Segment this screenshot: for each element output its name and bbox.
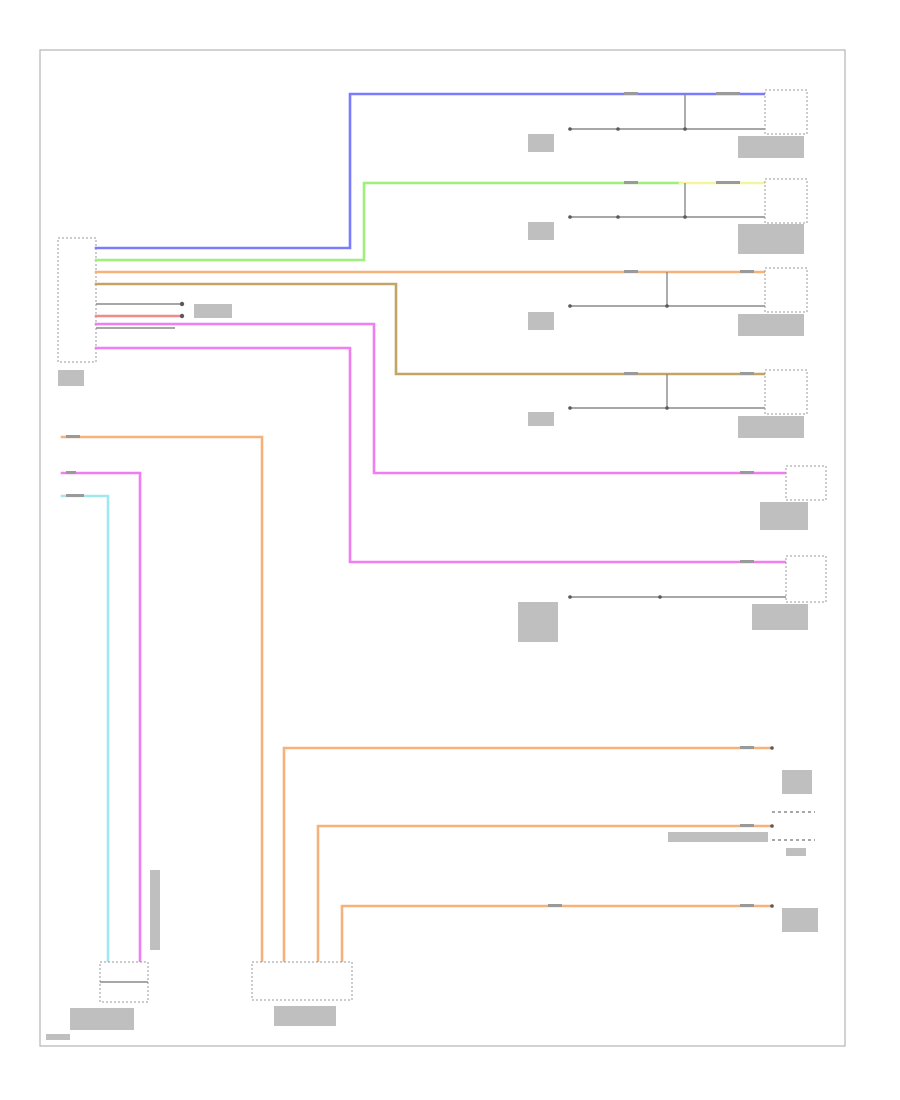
diagram-frame <box>39 49 846 1047</box>
switch-row-1 <box>568 89 808 135</box>
connector-block <box>57 237 97 363</box>
bottom-connectors <box>770 746 815 908</box>
footer-code-block <box>46 1034 70 1040</box>
switch-row-6 <box>568 555 827 603</box>
switch-row-5 <box>785 465 827 501</box>
switch-assembly <box>251 961 353 1001</box>
wire-orange <box>60 435 264 967</box>
wire-pink <box>94 346 792 564</box>
component-text-blocks <box>58 134 818 1030</box>
wire-green <box>94 181 682 262</box>
wire-tags <box>66 92 754 907</box>
ground-point <box>179 313 185 319</box>
wire-olive <box>94 282 767 376</box>
wire-pink <box>60 471 142 967</box>
wire-orange <box>340 904 772 967</box>
wire-pink <box>94 322 792 475</box>
wire-blue <box>94 92 767 250</box>
connector-pin-stubs <box>94 303 182 318</box>
wire-orange <box>316 824 772 967</box>
ground-point <box>179 301 185 307</box>
wire-cyan <box>60 494 110 967</box>
switch-row-4 <box>568 369 808 415</box>
switch-row-3 <box>568 267 808 313</box>
switch-row-2 <box>568 178 808 224</box>
wire-orange <box>282 746 772 967</box>
